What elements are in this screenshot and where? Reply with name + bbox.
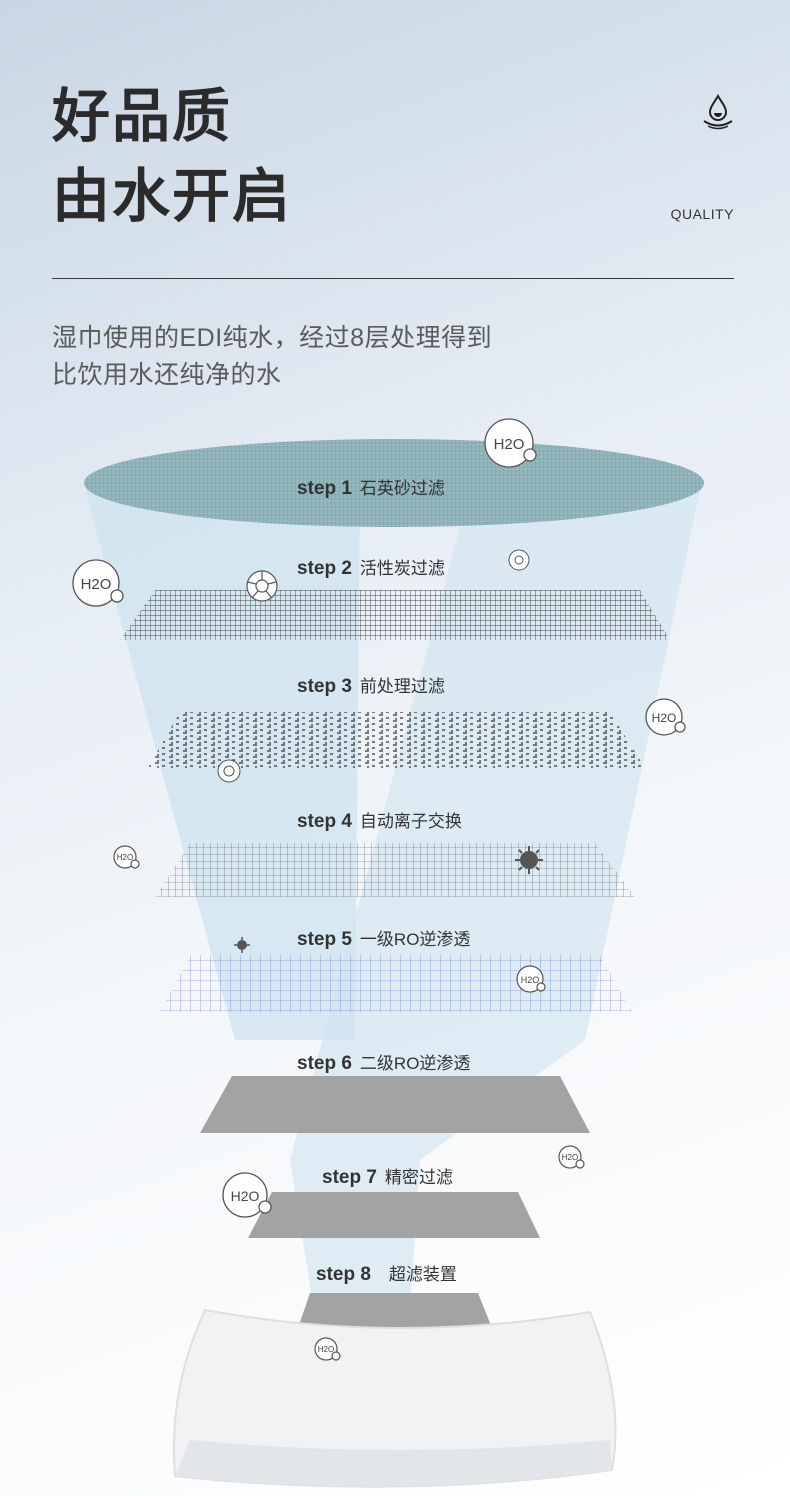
svg-text:H2O: H2O	[521, 975, 540, 985]
bacteria-icon	[217, 759, 241, 783]
ro2-layer	[200, 1076, 590, 1133]
quality-label: QUALITY	[670, 206, 734, 222]
h2o-molecule-icon: H2O	[222, 1172, 272, 1218]
page-title-line2: 由水开启	[52, 164, 293, 229]
pretreatment-layer	[148, 712, 645, 768]
virus-icon	[515, 846, 543, 874]
sand-filter-layer	[84, 439, 704, 527]
precision-layer	[248, 1192, 540, 1238]
h2o-molecule-icon: H2O	[558, 1145, 585, 1169]
description-line2: 比饮用水还纯净的水	[52, 361, 282, 389]
h2o-molecule-icon: H2O	[113, 845, 140, 869]
h2o-molecule-icon: H2O	[484, 418, 537, 468]
h2o-molecule-icon: H2O	[72, 559, 124, 607]
ro1-layer	[160, 955, 632, 1012]
ion-exchange-layer	[155, 843, 635, 897]
svg-text:H2O: H2O	[562, 1153, 578, 1162]
carbon-ball-icon	[246, 570, 278, 602]
h2o-molecule-icon: H2O	[645, 698, 686, 736]
h2o-molecule-icon: H2O	[314, 1337, 341, 1361]
water-drop-icon	[703, 93, 733, 130]
carbon-mesh-layer	[120, 590, 670, 640]
divider	[52, 278, 734, 279]
svg-text:H2O: H2O	[81, 576, 112, 593]
description-line1: 湿巾使用的EDI纯水，经过8层处理得到	[52, 324, 493, 352]
page-title-line1: 好品质	[52, 84, 233, 149]
carbon-ball-icon-small	[508, 549, 530, 571]
svg-text:H2O: H2O	[318, 1345, 334, 1354]
h2o-label: H2O	[494, 436, 525, 453]
svg-text:H2O: H2O	[117, 853, 133, 862]
svg-text:H2O: H2O	[652, 711, 677, 725]
svg-text:H2O: H2O	[231, 1188, 260, 1204]
h2o-molecule-icon: H2O	[516, 965, 546, 993]
virus-icon-small	[234, 937, 250, 953]
ultrafiltration-layer	[298, 1293, 492, 1328]
